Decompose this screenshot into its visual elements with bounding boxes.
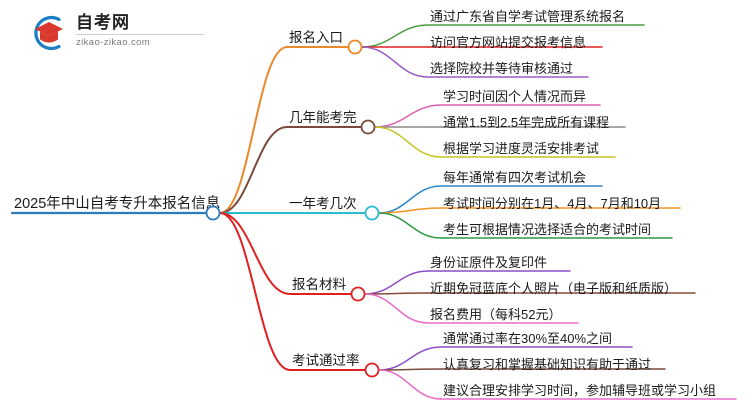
root-node-label: 2025年中山自考专升本报名信息 [14, 195, 220, 212]
leaf-label-1-0: 学习时间因个人情况而异 [443, 89, 586, 104]
leaf-label-1-2: 根据学习进度灵活安排考试 [443, 141, 599, 156]
leaf-label-3-1: 近期免冠蓝底个人照片（电子版和纸质版） [430, 281, 677, 296]
leaf-label-0-0: 通过广东省自学考试管理系统报名 [430, 9, 625, 24]
branch-label-4: 考试通过率 [292, 352, 360, 368]
leaf-label-3-0: 身份证原件及复印件 [430, 255, 547, 270]
branch-label-3: 报名材料 [292, 277, 346, 292]
zikao-graduation-cap-logo-icon [34, 15, 63, 51]
branch-connector-0 [219, 46, 288, 214]
leaf-connector-2-1 [378, 207, 442, 214]
leaf-label-4-0: 通常通过率在30%至40%之间 [443, 331, 612, 346]
branch-node-1[interactable] [360, 119, 376, 135]
branch-connector-4 [219, 212, 291, 371]
branch-node-2[interactable] [364, 205, 380, 221]
leaf-connector-0-2 [361, 46, 429, 78]
leaf-label-4-2: 建议合理安排学习时间，参加辅导班或学习小组 [443, 383, 716, 398]
leaf-connector-3-2 [364, 293, 429, 324]
leaf-connector-1-0 [374, 104, 442, 128]
leaf-connector-1-2 [374, 126, 442, 158]
branch-connector-3 [219, 212, 291, 295]
leaf-connector-4-0 [378, 346, 442, 371]
leaf-connector-4-2 [378, 369, 442, 400]
logo-divider [76, 34, 204, 35]
logo-subtitle: zikao-zikao.com [76, 37, 151, 48]
leaf-connector-3-0 [364, 270, 429, 295]
leaf-connector-2-2 [378, 212, 442, 239]
branch-connector-1 [219, 126, 288, 214]
branch-node-3[interactable] [350, 286, 366, 302]
branch-label-1: 几年能考完 [289, 110, 357, 125]
leaf-connector-0-0 [361, 24, 429, 48]
leaf-label-4-1: 认真复习和掌握基础知识有助于通过 [443, 357, 651, 372]
branch-node-4[interactable] [364, 362, 380, 378]
leaf-label-2-0: 每年通常有四次考试机会 [443, 170, 586, 185]
leaf-label-2-1: 考试时间分别在1月、4月、7月和10月 [443, 196, 661, 211]
leaf-label-2-2: 考生可根据情况选择适合的考试时间 [443, 222, 651, 237]
leaf-label-1-1: 通常1.5到2.5年完成所有课程 [443, 115, 609, 130]
root-node[interactable] [205, 205, 221, 221]
logo-title: 自考网 [76, 13, 130, 32]
leaf-label-0-1: 访问官方网站提交报考信息 [430, 35, 586, 50]
branch-node-0[interactable] [347, 39, 363, 55]
site-logo[interactable]: 自考网 zikao-zikao.com [28, 10, 218, 56]
leaf-label-3-2: 报名费用（每科52元） [430, 307, 561, 322]
logo-text-block: 自考网 zikao-zikao.com [76, 12, 216, 49]
leaf-label-0-2: 选择院校并等待审核通过 [430, 61, 573, 76]
branch-label-0: 报名入口 [289, 30, 343, 45]
branch-label-2: 一年考几次 [289, 196, 357, 211]
